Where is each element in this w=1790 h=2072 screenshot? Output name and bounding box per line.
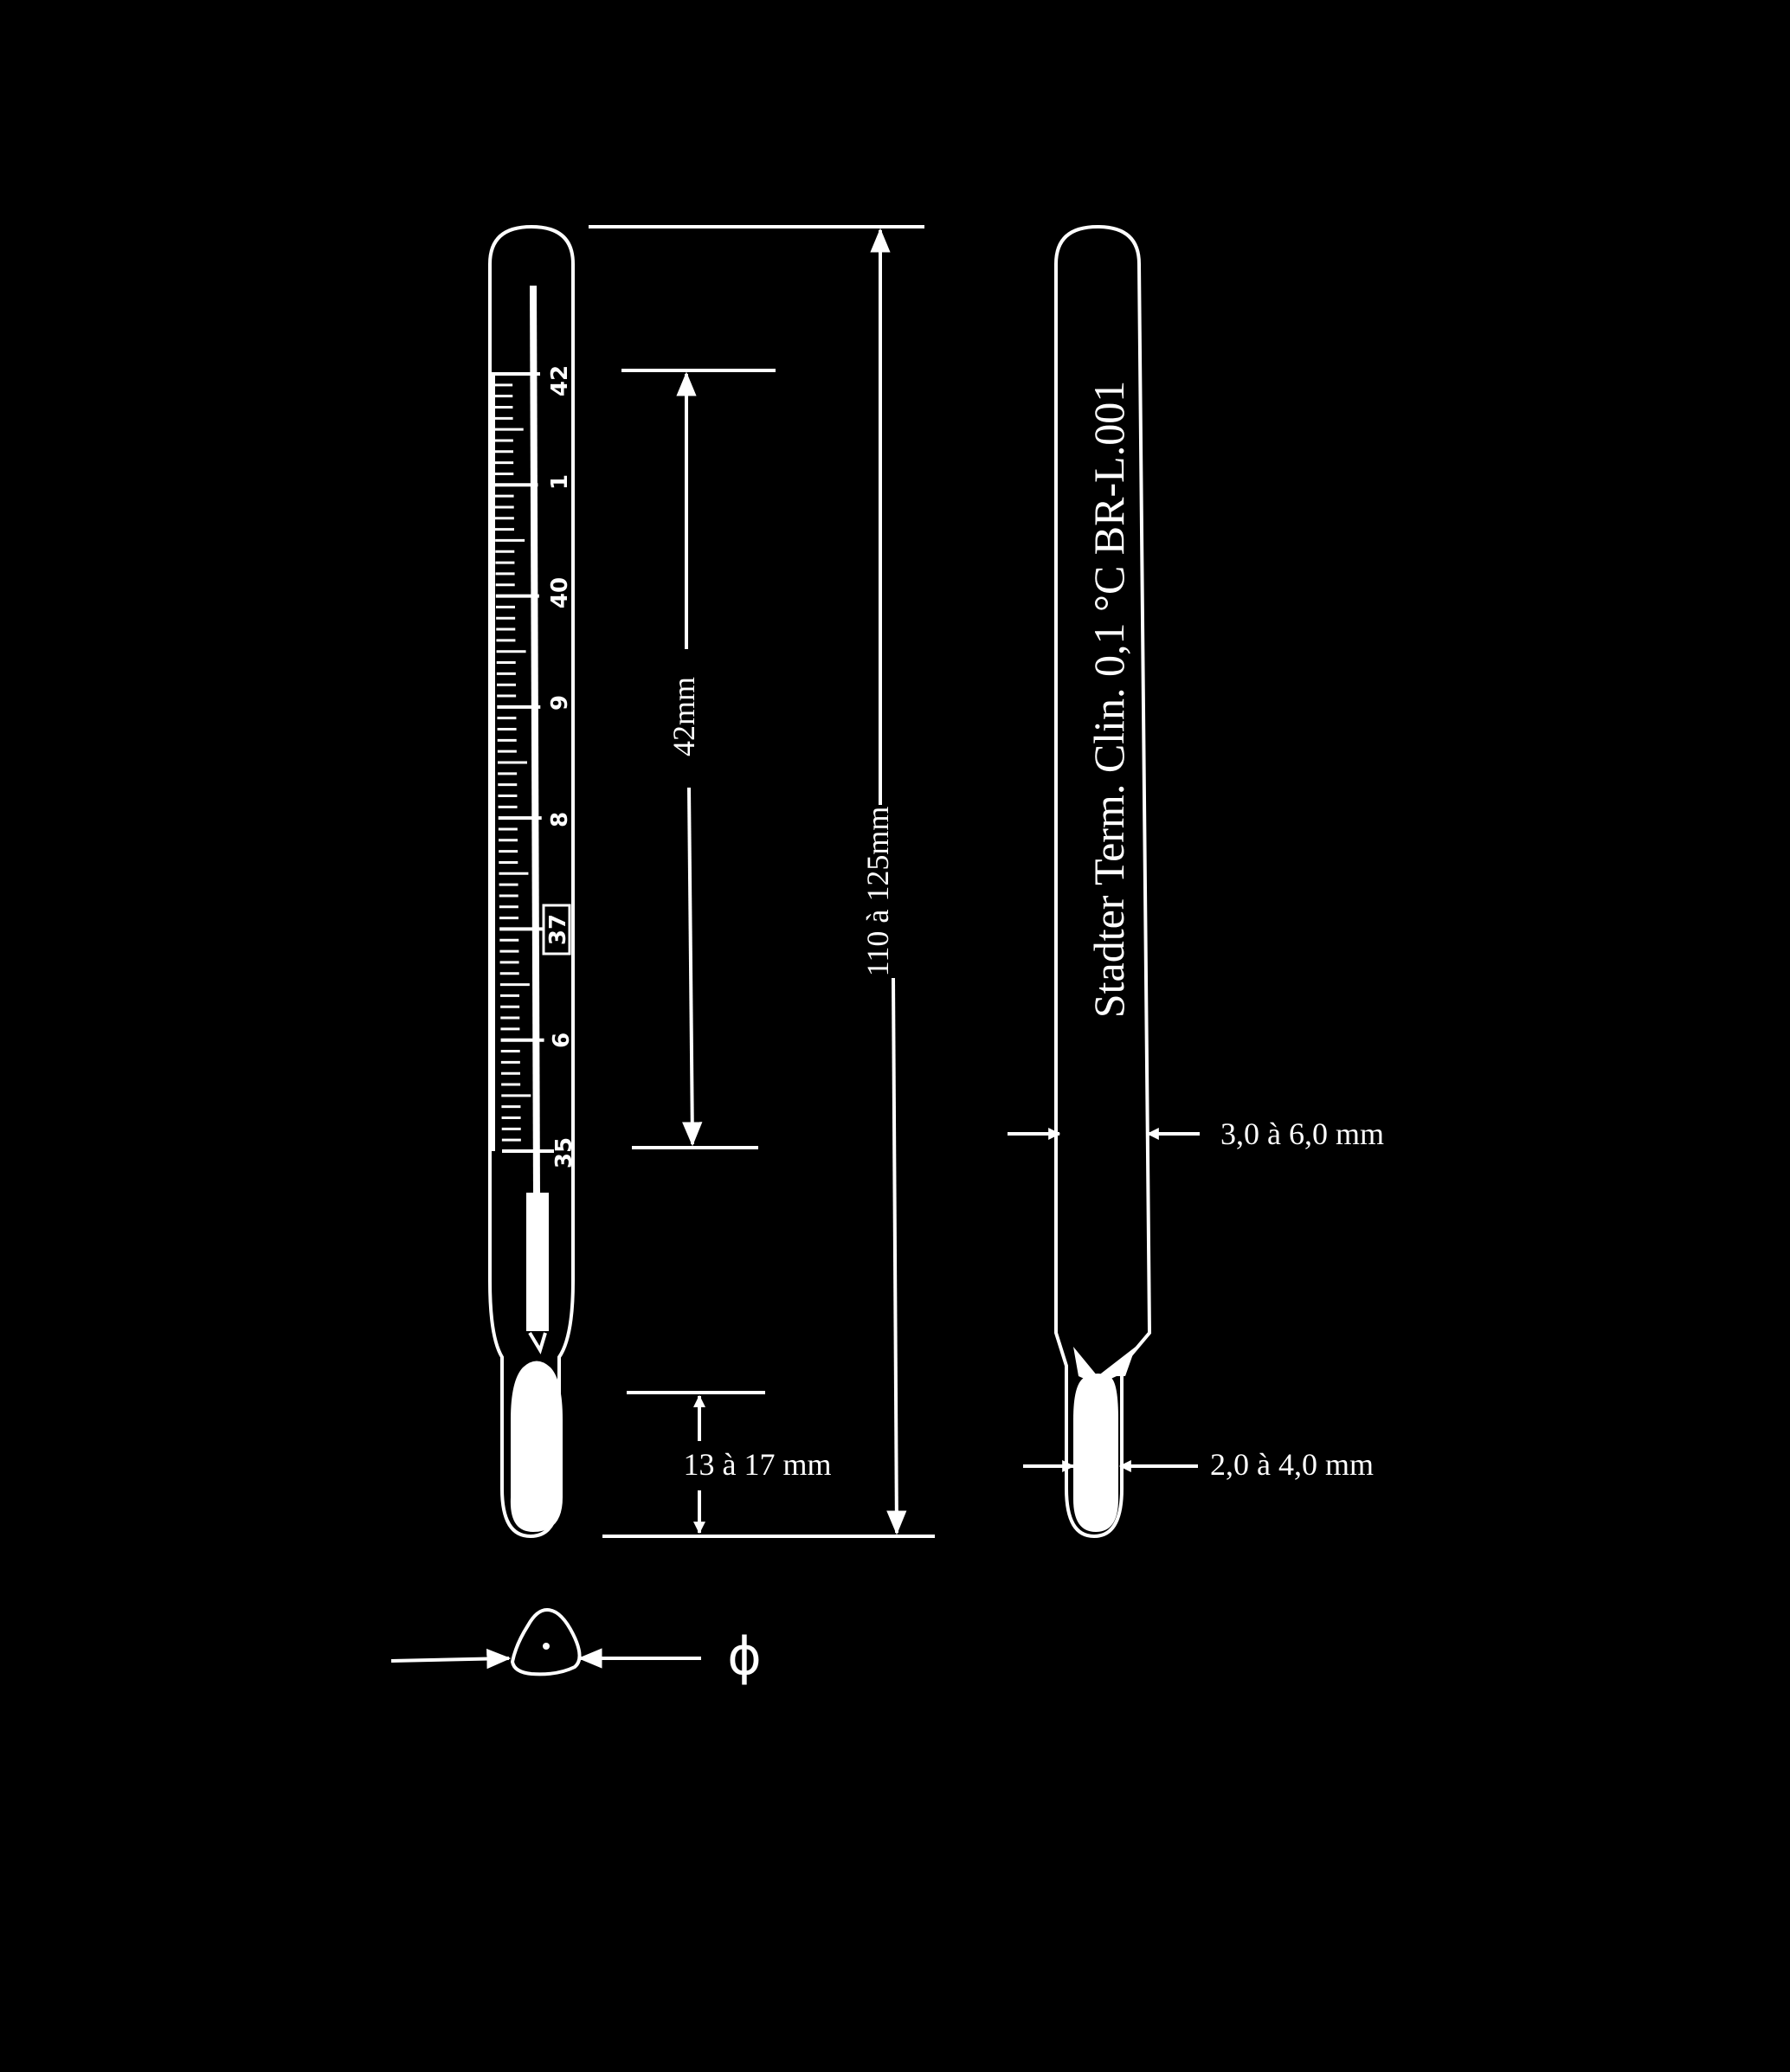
right-thermometer-label: Stadter Term. Clin. 0,1 °C BR-L.001 [1085, 381, 1133, 1018]
left-bulb [510, 1361, 563, 1532]
bulb-length-label: 13 à 17 mm [684, 1447, 832, 1482]
bulb-diameter-dimension: 2,0 à 4,0 mm [1023, 1447, 1374, 1482]
left-capillary [530, 285, 540, 1200]
scale-label-39: 9 [547, 695, 573, 711]
scale-label-41: 1 [547, 474, 573, 490]
scale-length-label: 42mm [666, 677, 701, 756]
right-thermometer-body [1054, 224, 1152, 1539]
stem-diameter-dimension: 3,0 à 6,0 mm [1008, 1116, 1384, 1151]
left-thermometer-body [488, 224, 575, 1539]
right-bulb [1073, 1374, 1118, 1532]
cross-section: ϕ [390, 1607, 762, 1687]
scale-label-38: 8 [547, 812, 573, 827]
left-scale-ticks [493, 372, 545, 1153]
scale-length-dimension: 42mm [621, 369, 776, 1149]
cross-section-left-arrow [390, 1648, 512, 1670]
stem-diameter-label: 3,0 à 6,0 mm [1220, 1116, 1384, 1151]
right-thermometer: Stadter Term. Clin. 0,1 °C BR-L.001 [1054, 224, 1152, 1539]
left-thermometer: 42 1 40 9 8 37 6 35 [488, 224, 577, 1539]
bulb-diameter-label: 2,0 à 4,0 mm [1210, 1447, 1374, 1482]
left-37-box [542, 904, 571, 956]
scale-label-36: 6 [549, 1033, 575, 1048]
left-mercury-column [526, 1193, 549, 1331]
total-length-arrow-bottom [886, 977, 907, 1535]
diameter-phi-symbol: ϕ [727, 1626, 762, 1687]
total-length-label: 110 à 125mm [860, 807, 895, 977]
total-length-dimension: 110 à 125mm [589, 225, 935, 1538]
scale-label-37: 37 [545, 914, 571, 945]
scale-length-arrow-bottom [682, 787, 703, 1147]
cross-section-shape [510, 1607, 582, 1676]
scale-label-40: 40 [547, 577, 573, 608]
cross-section-capillary [543, 1643, 550, 1650]
scale-label-35: 35 [551, 1137, 577, 1168]
bulb-length-dimension: 13 à 17 mm [627, 1391, 832, 1535]
left-constriction [528, 1331, 547, 1355]
scale-label-42: 42 [547, 365, 573, 396]
